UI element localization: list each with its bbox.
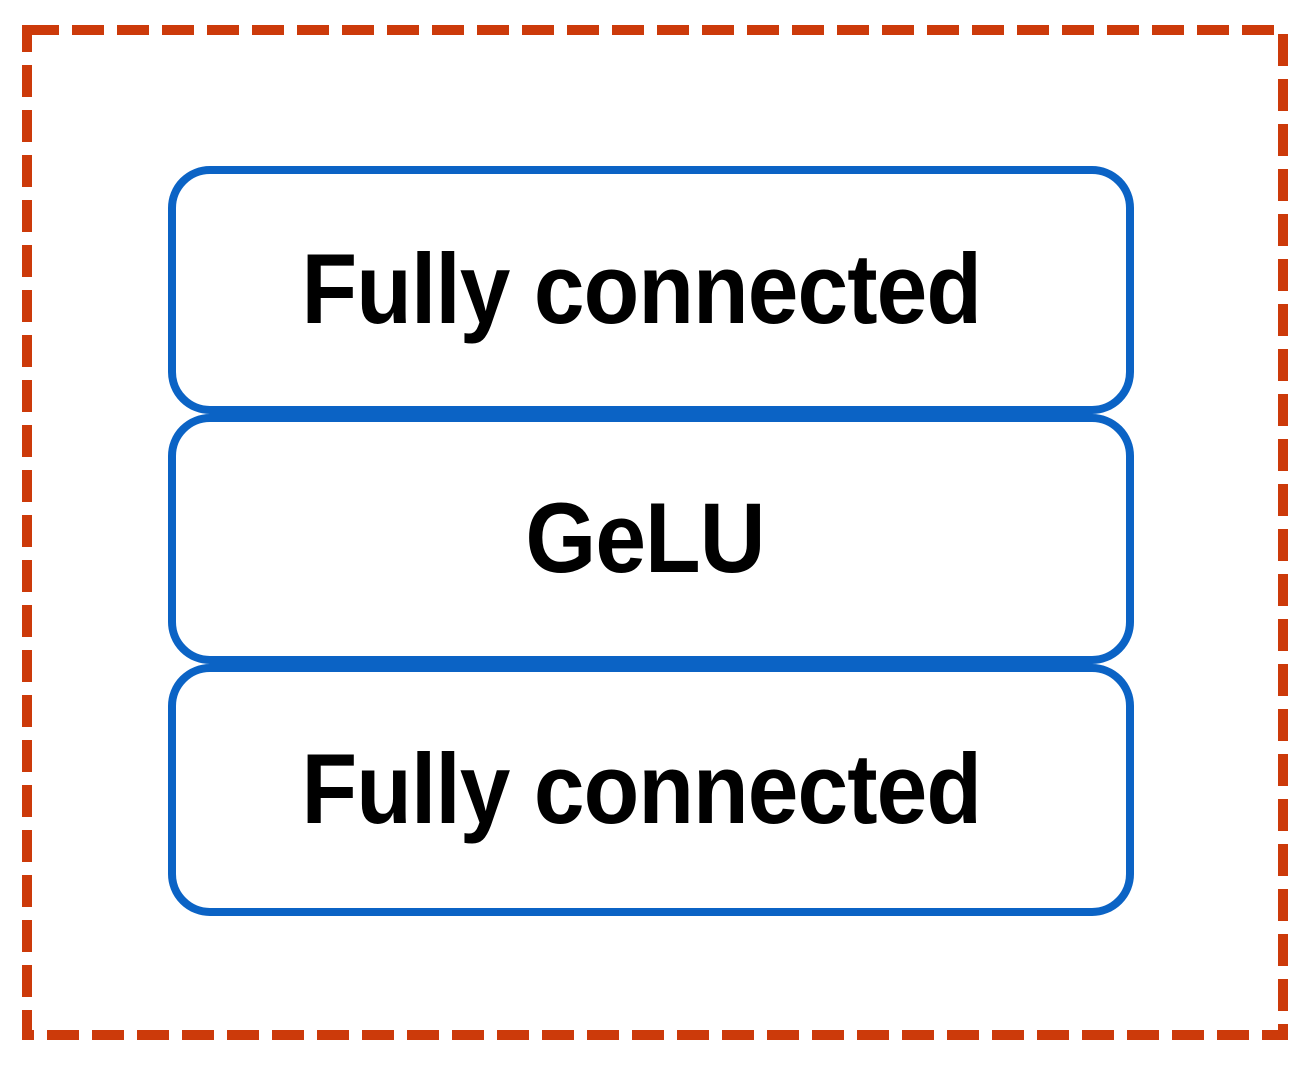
layer-stack: Fully connected GeLU Fully connected [168,166,1134,916]
block-label-gelu: GeLU [525,481,765,593]
dashed-border-outline [22,25,1288,1040]
dashed-border-rect [22,25,1288,1040]
block-label-fully-connected-2: Fully connected [301,732,981,844]
mlp-block-container [22,25,1288,1040]
block-label-fully-connected-1: Fully connected [301,232,981,344]
block-gelu[interactable]: GeLU [168,414,1134,664]
block-fully-connected-2[interactable]: Fully connected [168,664,1134,916]
block-fully-connected-1[interactable]: Fully connected [168,166,1134,414]
